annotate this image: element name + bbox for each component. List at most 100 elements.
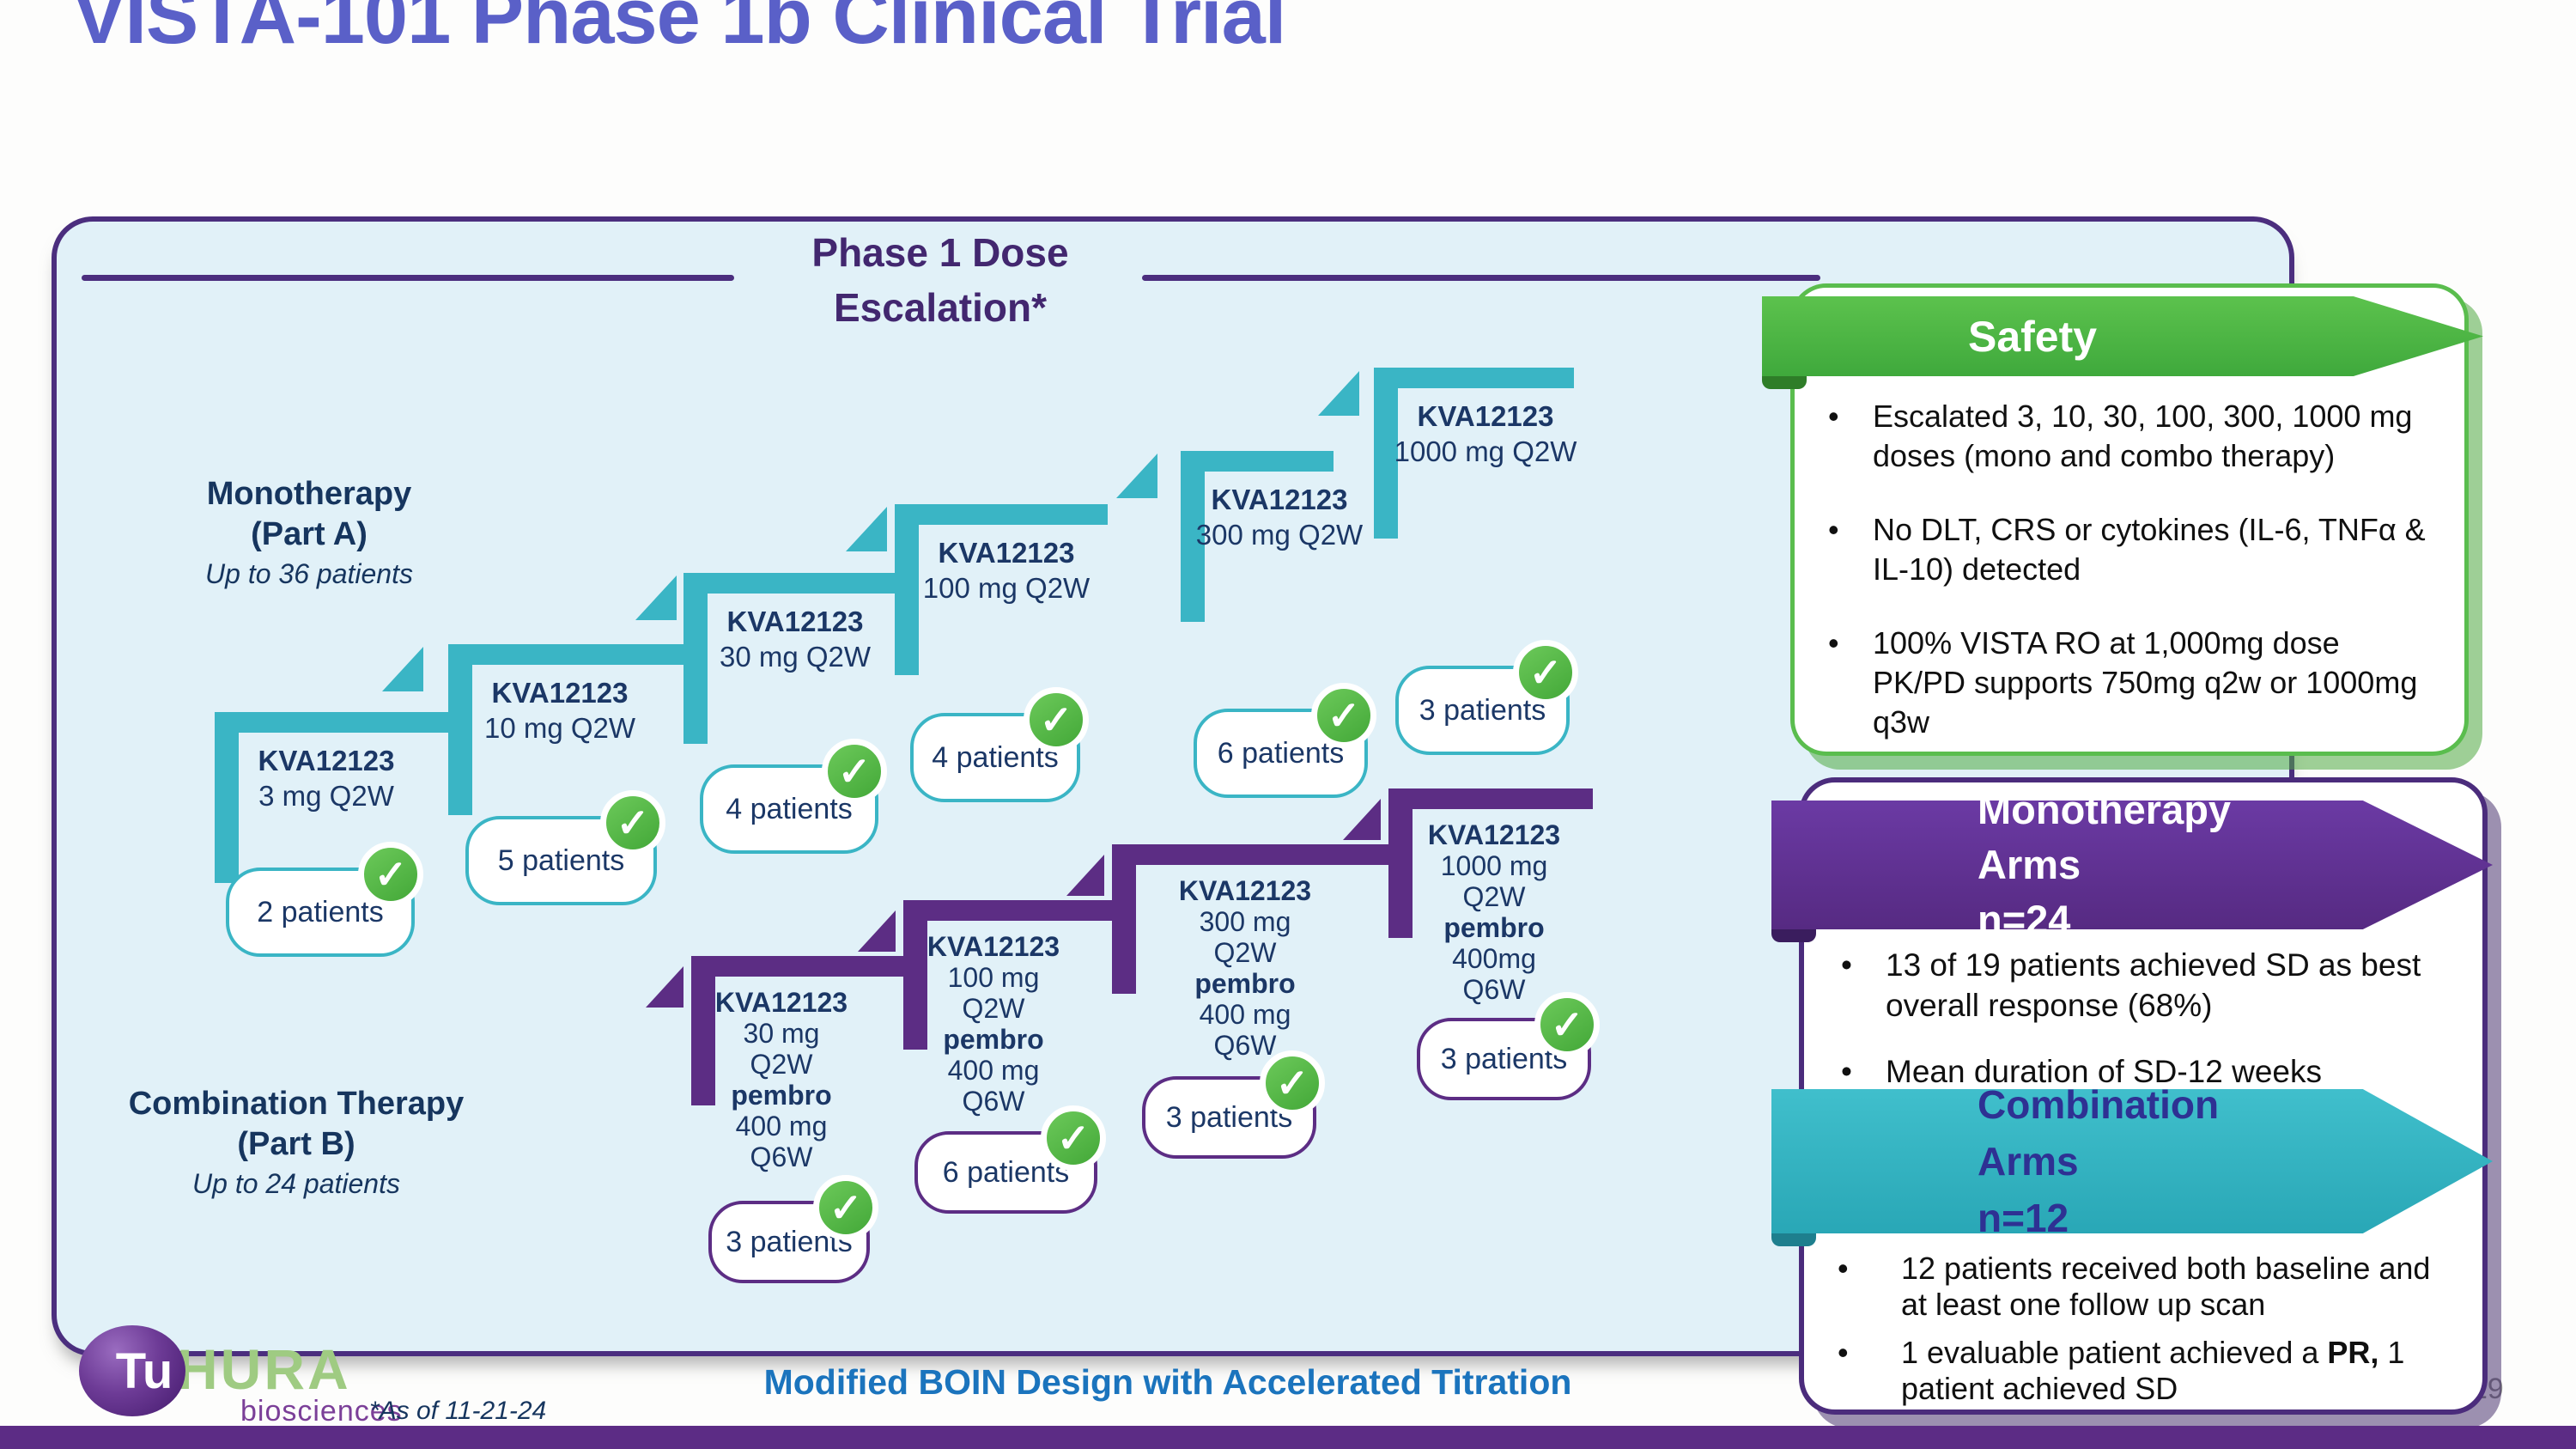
- mono-step-label: KVA12123 100 mg Q2W: [890, 535, 1122, 606]
- drug-name: KVA12123: [726, 606, 864, 637]
- patient-count: 6 patients: [1217, 736, 1345, 770]
- combo-label-line3: Up to 24 patients: [192, 1168, 400, 1199]
- bullet-text-bold: PR,: [2327, 1335, 2379, 1370]
- mono-label-line2: (Part A): [251, 516, 368, 552]
- schedule: Q2W: [1213, 937, 1277, 968]
- schedule: Q2W: [750, 1049, 813, 1080]
- combo-step-bracket: [903, 900, 1121, 1050]
- drug-name: KVA12123: [1178, 875, 1312, 906]
- combination-arms-banner: Combination Arms n=12: [1771, 1089, 2493, 1233]
- check-glyph: ✓: [616, 801, 650, 845]
- patient-count: 2 patients: [257, 895, 384, 928]
- monotherapy-arms-banner: Monotherapy Arms n=24: [1771, 801, 2493, 929]
- patient-count-pill: 3 patients: [708, 1201, 870, 1283]
- mono-step-label: KVA12123 1000 mg Q2W: [1370, 399, 1601, 469]
- mono-step-bracket: [215, 712, 466, 883]
- title-divider-left: [82, 275, 734, 281]
- check-glyph: ✓: [374, 852, 408, 897]
- combo-step-label: KVA12123 100 mg Q2W pembro 400 mg Q6W: [890, 931, 1097, 1117]
- mono-step-bracket: [895, 504, 1108, 675]
- dose2: 400 mg: [947, 1055, 1040, 1086]
- drug-name: KVA12123: [1427, 819, 1561, 850]
- patient-count-pill: 5 patients: [465, 816, 657, 905]
- mono-step-bracket: [1374, 368, 1574, 539]
- schedule2: Q6W: [1462, 974, 1526, 1005]
- patient-count-pill: 3 patients: [1395, 666, 1570, 755]
- panel-title-line1: Phase 1 Dose: [811, 230, 1069, 275]
- drug-name: KVA12123: [927, 931, 1060, 962]
- check-icon: ✓: [1534, 992, 1600, 1057]
- ribbon-fold: [1771, 1233, 1816, 1246]
- drug-name: KVA12123: [714, 987, 848, 1018]
- drug-name: KVA12123: [258, 745, 395, 776]
- combo-label-line2: (Part B): [237, 1126, 355, 1162]
- page-title: VISTA-101 Phase 1b Clinical Trial: [73, 0, 1286, 60]
- drug2-name: pembro: [1194, 968, 1296, 999]
- monotherapy-part-label: Monotherapy (Part A) Up to 36 patients: [112, 474, 507, 593]
- bottom-accent-bar: [0, 1426, 2576, 1449]
- check-glyph: ✓: [1275, 1061, 1309, 1105]
- check-glyph: ✓: [829, 1185, 863, 1230]
- schedule2: Q6W: [962, 1086, 1025, 1117]
- patient-count: 4 patients: [726, 792, 853, 825]
- panel-title: Phase 1 Dose Escalation*: [713, 225, 1168, 335]
- check-glyph: ✓: [1039, 697, 1073, 742]
- tuhura-logo-sphere: Tu: [79, 1325, 185, 1416]
- drug-name: KVA12123: [491, 677, 629, 709]
- dose: 1000 mg: [1440, 850, 1548, 881]
- combination-part-label: Combination Therapy (Part B) Up to 24 pa…: [90, 1084, 502, 1202]
- bullet-text: 1 patient achieved SD: [1901, 1335, 2405, 1406]
- patient-count-pill: 3 patients: [1142, 1076, 1316, 1159]
- schedule2: Q6W: [1213, 1030, 1277, 1061]
- check-glyph: ✓: [1550, 1002, 1584, 1047]
- mono-step-bracket: [448, 644, 687, 815]
- mono-step-label: KVA12123 3 mg Q2W: [210, 743, 442, 813]
- combo-step-bracket: [1388, 788, 1593, 938]
- schedule2: Q6W: [750, 1142, 813, 1172]
- ribbon-fold: [1762, 376, 1807, 389]
- check-glyph: ✓: [1056, 1116, 1091, 1160]
- dose: 1000 mg Q2W: [1394, 435, 1577, 467]
- check-glyph: ✓: [1528, 650, 1563, 695]
- dose: 10 mg Q2W: [483, 712, 636, 744]
- patient-count: 5 patients: [497, 843, 625, 877]
- check-icon: ✓: [822, 739, 887, 804]
- combo-step-bracket: [691, 956, 908, 1105]
- drug2-name: pembro: [943, 1024, 1044, 1055]
- mono-step-bracket: [683, 573, 896, 744]
- mono-arms-bullet: Mean duration of SD-12 weeks: [1838, 1051, 2439, 1092]
- check-glyph: ✓: [837, 749, 872, 794]
- drug-name: KVA12123: [1211, 484, 1348, 515]
- check-icon: ✓: [1260, 1050, 1325, 1116]
- tuhura-logo-biosciences: biosciences: [240, 1395, 403, 1428]
- dose2: 400 mg: [1199, 999, 1291, 1030]
- check-icon: ✓: [813, 1175, 878, 1240]
- combo-step-label: KVA12123 300 mg Q2W pembro 400 mg Q6W: [1142, 875, 1348, 1061]
- drug2-name: pembro: [1443, 912, 1545, 943]
- ribbon-fold: [1771, 929, 1816, 942]
- mono-arms-bullet: 13 of 19 patients achieved SD as best ov…: [1838, 945, 2439, 1026]
- mono-label-line3: Up to 36 patients: [205, 558, 413, 589]
- dose: 100 mg Q2W: [922, 572, 1091, 604]
- as-of-date-footnote: *As of 11-21-24: [369, 1397, 547, 1425]
- mono-step-label: KVA12123 10 mg Q2W: [444, 675, 676, 746]
- combo-arms-bullet: 12 patients received both baseline and a…: [1829, 1251, 2439, 1323]
- dose: 3 mg Q2W: [258, 780, 394, 812]
- check-icon: ✓: [1311, 683, 1376, 748]
- dose: 30 mg Q2W: [719, 641, 872, 673]
- tuhura-logo-tu: Tu: [115, 1342, 173, 1399]
- drug-name: KVA12123: [1417, 400, 1554, 432]
- boin-design-caption: Modified BOIN Design with Accelerated Ti…: [763, 1362, 1572, 1402]
- title-divider-right: [1142, 275, 1820, 281]
- combo-step-bracket: [1112, 844, 1394, 994]
- patient-count: 6 patients: [942, 1155, 1070, 1189]
- safety-banner: Safety: [1762, 296, 2483, 376]
- schedule: Q2W: [1462, 881, 1526, 912]
- dose: 300 mg Q2W: [1195, 519, 1364, 551]
- safety-bullet: No DLT, CRS or cytokines (IL-6, TNFα & I…: [1825, 510, 2434, 589]
- check-glyph: ✓: [1327, 693, 1361, 738]
- check-icon: ✓: [1513, 640, 1578, 705]
- schedule: Q2W: [962, 993, 1025, 1024]
- safety-bullet: Escalated 3, 10, 30, 100, 300, 1000 mg d…: [1825, 397, 2434, 476]
